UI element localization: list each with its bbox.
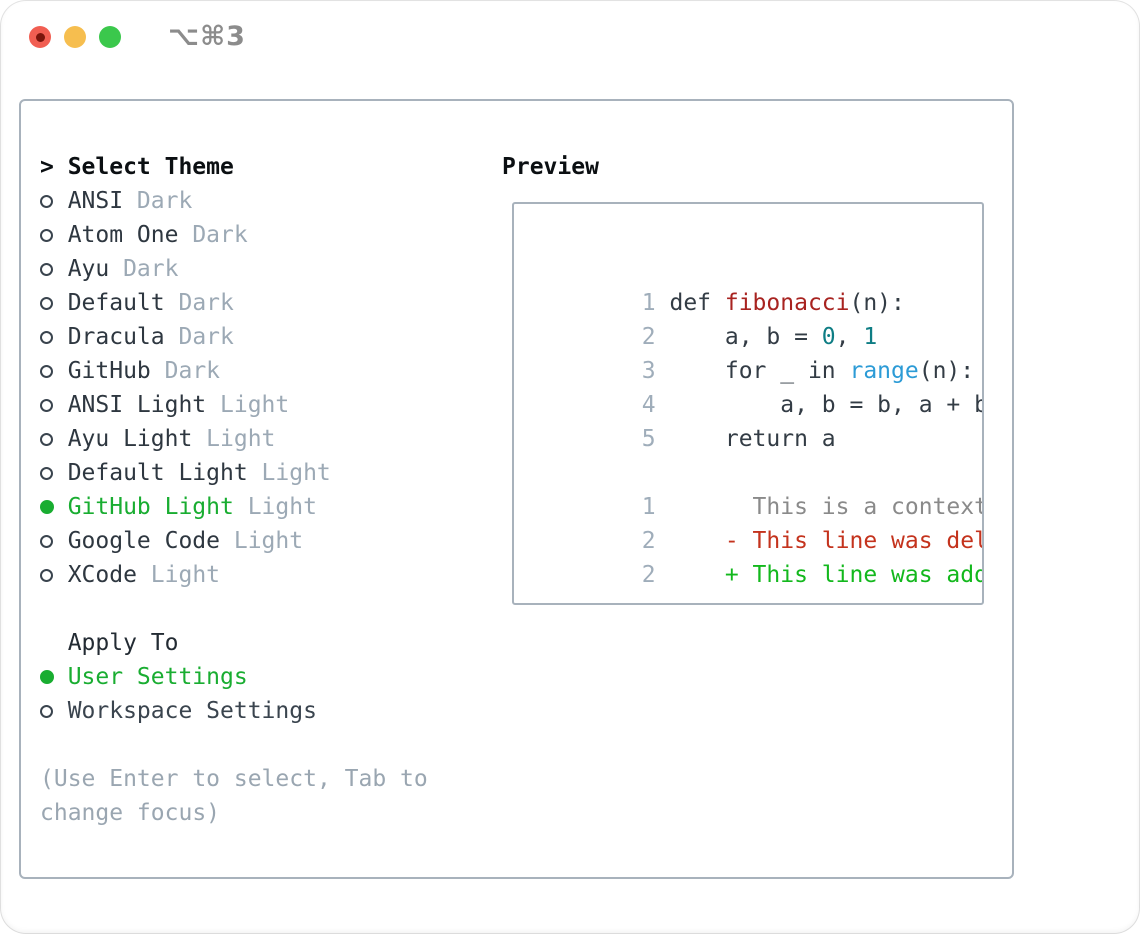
window-title: ⌥⌘3: [168, 21, 246, 52]
radio-unselected-icon: [40, 432, 68, 446]
apply-to-workspace-settings[interactable]: Workspace Settings: [40, 694, 428, 728]
line-number: 5: [641, 426, 656, 452]
diff-deleted-line: 2 - This line was deleted.: [531, 490, 982, 554]
theme-tag: Light: [206, 426, 276, 452]
radio-selected-icon: [40, 500, 68, 514]
diff-context-line: 1 This is a context line.: [531, 456, 982, 520]
help-text-line2: change focus): [40, 800, 221, 826]
apply-to-user-settings[interactable]: User Settings: [40, 660, 428, 694]
theme-tag: Light: [233, 528, 304, 554]
apply-to-header: Apply To: [67, 630, 179, 656]
number-token: 0: [821, 324, 836, 350]
radio-unselected-icon: [40, 296, 68, 310]
radio-unselected-icon: [40, 228, 68, 242]
theme-tag: Dark: [136, 188, 193, 214]
function-name-token: fibonacci: [724, 290, 850, 316]
theme-tag: Dark: [123, 256, 179, 282]
line-number: 3: [641, 358, 656, 384]
radio-unselected-icon: [40, 364, 68, 378]
radio-unselected-icon: [40, 466, 68, 480]
radio-unselected-icon: [40, 704, 68, 718]
theme-tag: Light: [247, 494, 317, 520]
theme-tag: Dark: [178, 324, 234, 350]
minimize-button[interactable]: [64, 26, 86, 48]
help-text-line1: (Use Enter to select, Tab to: [40, 766, 428, 792]
line-number: 2: [641, 324, 656, 350]
line-number: 2: [641, 562, 656, 588]
builtin-token: range: [849, 358, 919, 384]
code-line: 2 a, b = 0, 1: [531, 286, 982, 350]
diff-added-line: 2 + This line was added.: [531, 524, 982, 588]
number-token: 1: [863, 324, 878, 350]
close-button[interactable]: [29, 26, 51, 48]
theme-tag: Dark: [192, 222, 248, 248]
theme-tag: Dark: [164, 358, 221, 384]
zoom-button[interactable]: [99, 26, 121, 48]
radio-unselected-icon: [40, 398, 68, 412]
theme-tag: Light: [220, 392, 290, 418]
theme-tag: Light: [150, 562, 221, 588]
radio-unselected-icon: [40, 194, 68, 208]
line-number: 2: [641, 528, 656, 554]
line-number: 1: [641, 494, 656, 520]
prompt-caret-icon: >: [40, 154, 54, 180]
spacer: [40, 592, 428, 626]
radio-unselected-icon: [40, 534, 68, 548]
line-number: 1: [641, 290, 656, 316]
code-line: 5 return a: [531, 388, 982, 452]
radio-unselected-icon: [40, 568, 68, 582]
theme-tag: Light: [261, 460, 331, 486]
theme-list-header: > Select Theme: [40, 150, 428, 184]
line-number: 4: [641, 392, 656, 418]
radio-selected-icon: [40, 670, 68, 684]
theme-tag: Dark: [178, 290, 234, 316]
preview-title: Preview: [502, 154, 599, 180]
close-dot-icon: [35, 32, 45, 42]
code-line: 3 for _ in range(n):: [531, 320, 982, 384]
radio-unselected-icon: [40, 262, 68, 276]
spacer: [40, 728, 428, 762]
theme-list-title: Select Theme: [67, 154, 234, 180]
code-line: 4 a, b = b, a + b: [531, 354, 982, 418]
radio-unselected-icon: [40, 330, 68, 344]
